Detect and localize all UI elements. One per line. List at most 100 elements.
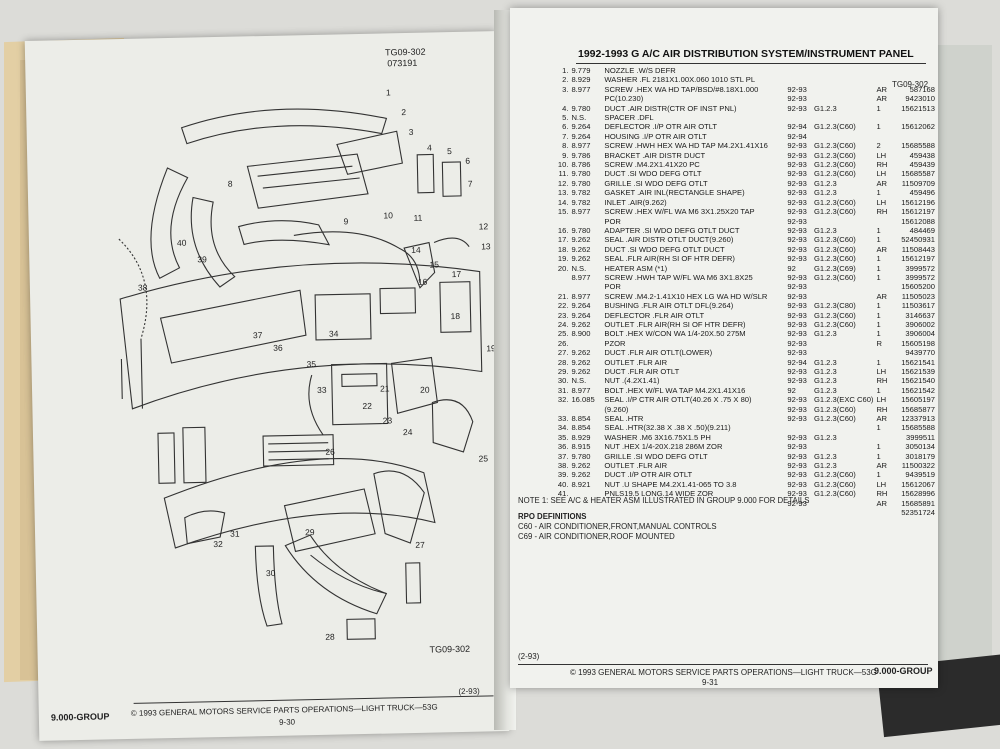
parts-cell-years: 92-93 <box>787 367 807 376</box>
parts-cell-desc: ADAPTER .SI WDO DEFG OTLT DUCT <box>604 225 740 235</box>
parts-cell-line: 24. <box>557 319 569 329</box>
callout-label: 14 <box>411 245 421 255</box>
parts-cell-series: G1.2.3(C60) <box>813 310 856 320</box>
parts-cell-desc: SCREW .HEX WA HD TAP/BSD/#8.18X1.000 <box>604 84 759 94</box>
callout-label: 5 <box>447 146 452 156</box>
parts-cell-part: 15685587 <box>901 169 935 179</box>
footer-group: 9.000-GROUP <box>874 666 933 676</box>
rpo-heading: RPO DEFINITIONS <box>518 512 587 521</box>
parts-cell-years: 92-93 <box>787 216 807 226</box>
parts-cell-side: 1 <box>876 385 881 395</box>
parts-cell-desc: SEAL .FLR AIR(RH SI OF HTR DEFR) <box>604 254 735 264</box>
parts-cell-series: G1.2.3 <box>813 432 837 442</box>
parts-cell-part: 9439519 <box>905 470 935 480</box>
parts-cell-series <box>814 113 877 122</box>
parts-cell-group: 9.782 <box>571 197 591 207</box>
parts-cell-group: 9.786 <box>571 150 591 160</box>
callout-label: 10 <box>383 210 393 220</box>
parts-cell-series <box>814 85 877 94</box>
parts-cell-group: 9.262 <box>571 367 591 376</box>
parts-cell-side: LH <box>876 197 887 207</box>
parts-cell-line: 12. <box>557 178 569 188</box>
parts-cell-desc: SEAL .HTR(32.38 X .38 X .50)(9.211) <box>604 423 731 433</box>
callout-label: 23 <box>383 415 393 425</box>
parts-cell-side: 1 <box>876 272 881 282</box>
parts-cell-group: 9.264 <box>571 122 591 132</box>
parts-cell-side: 1 <box>876 451 881 461</box>
parts-cell-line: 17. <box>557 235 569 245</box>
callout-label: 4 <box>427 142 432 152</box>
parts-cell-part: 15605200 <box>901 282 935 292</box>
parts-cell-side: 1 <box>876 310 881 320</box>
parts-cell-part: 15605198 <box>901 338 935 348</box>
callout-labels: 1 2 3 4 5 6 7 8 9 10 11 12 13 14 15 16 1… <box>138 87 496 642</box>
parts-cell-series <box>814 423 877 432</box>
parts-cell-years: 92-93 <box>787 160 807 170</box>
parts-cell-part: 11505023 <box>901 291 935 301</box>
parts-cell-group: 9.262 <box>571 461 591 471</box>
parts-cell-desc: BOLT .HEX W/CON WA 1/4-20X.50 275M <box>604 329 746 339</box>
parts-cell-desc: SCREW .M4.2-1.41X10 HEX LG WA HD W/SLR <box>604 291 768 301</box>
parts-cell-part: 459439 <box>909 160 935 170</box>
parts-cell-side: 1 <box>876 254 881 264</box>
parts-cell-part: 15612062 <box>901 122 935 132</box>
parts-cell-years: 92-93 <box>787 470 807 480</box>
parts-cell-series <box>814 508 877 517</box>
parts-cell-series: G1.2.3(C60) <box>813 235 856 245</box>
parts-cell-desc: OUTLET .FLR AIR(RH SI OF HTR DEFR) <box>604 319 746 329</box>
parts-cell-series: G1.2.3(C60) <box>813 414 856 424</box>
parts-cell-years: 92-93 <box>787 329 807 339</box>
parts-cell-side <box>876 217 894 226</box>
parts-cell-line: 33. <box>557 414 569 424</box>
parts-cell-side <box>876 508 894 517</box>
parts-cell-years: 92-93 <box>787 178 807 188</box>
parts-cell-years: 92-93 <box>787 197 807 207</box>
parts-cell-part: 15612067 <box>901 479 935 489</box>
figure-reference: TG09-302 <box>892 80 929 89</box>
footer-copyright: © 1993 GENERAL MOTORS SERVICE PARTS OPER… <box>130 702 438 718</box>
parts-cell-line: 36. <box>557 442 569 452</box>
parts-cell-part: 15621542 <box>901 385 935 395</box>
parts-cell-group: 9.264 <box>571 131 591 141</box>
parts-cell-side: 1 <box>876 319 881 329</box>
parts-cell-series <box>814 348 877 357</box>
callout-label: 28 <box>325 632 335 642</box>
parts-cell-group: 8.854 <box>571 423 591 433</box>
parts-cell-group: 9.262 <box>571 319 591 329</box>
parts-cell-series <box>814 282 877 291</box>
parts-cell-years: 92 <box>787 385 796 395</box>
parts-cell-part: 15621513 <box>901 103 935 113</box>
parts-cell-group: 8.977 <box>571 385 591 395</box>
parts-cell-line: 15. <box>557 207 569 217</box>
parts-cell-series: G1.2.3(C60) <box>813 272 856 282</box>
parts-cell-part: 12337913 <box>901 414 935 424</box>
parts-cell-line <box>552 217 571 226</box>
parts-cell-side: LH <box>876 395 887 405</box>
parts-cell-series: G1.2.3(C60) <box>813 207 856 217</box>
parts-cell-series: G1.2.3 <box>813 376 837 386</box>
parts-cell-group: 8.977 <box>571 84 591 94</box>
parts-cell-group <box>571 94 604 103</box>
parts-cell-part: 15605197 <box>901 395 935 405</box>
parts-cell-desc: SCREW .HWH TAP W/FL WA M6 3X1.8X25 <box>604 272 753 282</box>
callout-label: 13 <box>481 241 491 251</box>
parts-cell-line: 38. <box>557 461 569 471</box>
callout-label: 15 <box>429 259 439 269</box>
parts-cell-series: G1.2.3 <box>813 357 837 367</box>
parts-cell-years: 92-93 <box>787 84 807 94</box>
parts-cell-group: 9.779 <box>571 66 591 75</box>
parts-cell-years: 92-94 <box>787 357 807 367</box>
parts-cell-line <box>552 273 571 282</box>
parts-cell-group: 8.921 <box>571 479 591 489</box>
parts-cell-group: 9.262 <box>571 470 591 480</box>
parts-cell-line: 25. <box>557 329 569 339</box>
